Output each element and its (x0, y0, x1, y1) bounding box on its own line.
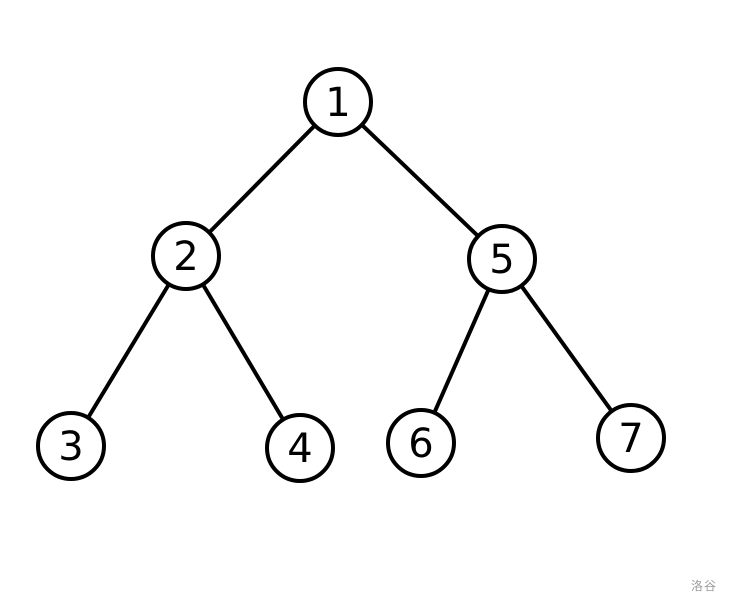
node-label-4: 4 (287, 426, 312, 472)
node-label-5: 5 (489, 237, 514, 283)
tree-node-4: 4 (265, 413, 335, 483)
tree-node-7: 7 (596, 403, 666, 473)
nodes-layer: 1 2 5 3 4 6 7 (36, 67, 666, 483)
watermark-text: 洛谷 (690, 579, 717, 593)
tree-node-3: 3 (36, 411, 106, 481)
tree-node-1: 1 (303, 67, 373, 137)
edge-1-5 (359, 122, 481, 239)
node-label-7: 7 (618, 416, 643, 462)
edge-1-2 (207, 123, 317, 235)
tree-node-2: 2 (151, 221, 221, 291)
node-circle-1 (303, 67, 373, 137)
edges-layer (86, 122, 614, 422)
node-label-2: 2 (173, 234, 198, 280)
tree-node-5: 5 (467, 224, 537, 294)
edge-5-7 (519, 283, 614, 414)
node-label-6: 6 (408, 421, 433, 467)
node-circle-2 (151, 221, 221, 291)
node-circle-3 (36, 411, 106, 481)
tree-node-6: 6 (386, 408, 456, 478)
edge-5-6 (432, 287, 491, 415)
node-circle-6 (386, 408, 456, 478)
node-circle-7 (596, 403, 666, 473)
edge-2-4 (200, 282, 286, 422)
node-label-1: 1 (325, 80, 350, 126)
node-circle-4 (265, 413, 335, 483)
edge-2-3 (86, 282, 171, 420)
node-label-3: 3 (58, 424, 83, 470)
node-circle-5 (467, 224, 537, 294)
